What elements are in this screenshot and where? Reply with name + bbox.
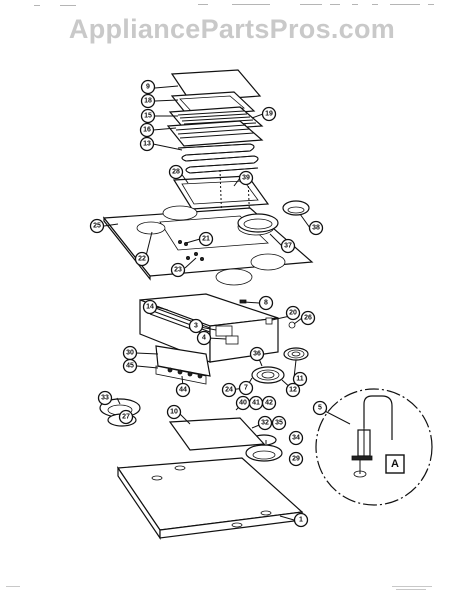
base-pan-part (116, 457, 304, 540)
svg-text:5: 5 (318, 405, 322, 412)
svg-text:18: 18 (144, 98, 152, 105)
callout-42: 42 (261, 395, 277, 411)
callout-12: 12 (285, 382, 301, 398)
svg-text:24: 24 (225, 387, 233, 394)
footer-scan-marks (6, 586, 432, 590)
glass-panel-part (168, 417, 266, 451)
heating-element-part (177, 143, 259, 174)
callout-11: 11 (292, 371, 308, 387)
callout-22: 22 (134, 251, 150, 267)
callout-34: 34 (288, 430, 304, 446)
burner-ring-part (237, 213, 279, 233)
callout-25: 25 (89, 218, 105, 234)
svg-text:22: 22 (138, 256, 146, 263)
svg-text:12: 12 (289, 387, 297, 394)
callout-8: 8 (258, 295, 274, 311)
callout-29: 29 (288, 451, 304, 467)
callout-36: 36 (249, 346, 265, 362)
svg-text:8: 8 (264, 300, 268, 307)
svg-text:7: 7 (244, 385, 248, 392)
callout-5: 5 (312, 400, 328, 416)
callout-21: 21 (198, 231, 214, 247)
svg-text:44: 44 (179, 387, 187, 394)
callout-15: 15 (140, 108, 156, 124)
small-hardware-part (239, 299, 296, 329)
svg-text:28: 28 (172, 169, 180, 176)
callout-38: 38 (308, 220, 324, 236)
grill-grate-2-part (166, 120, 264, 147)
callout-20: 20 (285, 305, 301, 321)
svg-text:25: 25 (93, 223, 101, 230)
cover-plate-part (170, 69, 262, 102)
svg-text:32: 32 (261, 420, 269, 427)
svg-text:39: 39 (242, 175, 250, 182)
drip-bowl-part (282, 200, 310, 216)
svg-text:33: 33 (101, 395, 109, 402)
callout-4: 4 (196, 330, 212, 346)
svg-text:16: 16 (143, 127, 151, 134)
callout-10: 10 (166, 404, 182, 420)
svg-text:13: 13 (143, 141, 151, 148)
svg-text:20: 20 (289, 310, 297, 317)
svg-text:9: 9 (146, 84, 150, 91)
svg-text:42: 42 (265, 400, 273, 407)
svg-text:29: 29 (292, 456, 300, 463)
svg-text:37: 37 (284, 243, 292, 250)
svg-text:45: 45 (126, 363, 134, 370)
svg-text:35: 35 (275, 420, 283, 427)
callout-16: 16 (139, 122, 155, 138)
callout-28: 28 (168, 164, 184, 180)
svg-text:19: 19 (265, 111, 273, 118)
svg-text:34: 34 (292, 435, 300, 442)
svg-text:14: 14 (146, 304, 154, 311)
svg-text:40: 40 (239, 400, 247, 407)
callout-19: 19 (261, 106, 277, 122)
control-panel-part (155, 345, 211, 385)
svg-text:10: 10 (170, 409, 178, 416)
callout-32: 32 (257, 415, 273, 431)
callout-41: 41 (248, 395, 264, 411)
callout-35: 35 (271, 415, 287, 431)
header-scan-marks (34, 4, 434, 6)
svg-text:21: 21 (202, 236, 210, 243)
svg-text:4: 4 (202, 335, 206, 342)
svg-text:1: 1 (299, 517, 303, 524)
svg-text:15: 15 (144, 113, 152, 120)
svg-text:26: 26 (304, 315, 312, 322)
callout-27: 27 (118, 409, 134, 425)
svg-text:11: 11 (296, 376, 304, 383)
svg-text:36: 36 (253, 351, 261, 358)
detail-a-tag: A (385, 454, 405, 474)
callout-3: 3 (188, 318, 204, 334)
callout-14: 14 (142, 299, 158, 315)
watermark-text: AppliancePartsPros.com (68, 14, 396, 44)
callout-37: 37 (280, 238, 296, 254)
svg-text:A: A (391, 458, 399, 470)
svg-text:27: 27 (122, 414, 130, 421)
detail-a-circle (315, 388, 433, 506)
callout-44: 44 (175, 382, 191, 398)
callout-30: 30 (122, 345, 138, 361)
callout-18: 18 (140, 93, 156, 109)
callout-24: 24 (221, 382, 237, 398)
callout-13: 13 (139, 136, 155, 152)
callout-26: 26 (300, 310, 316, 326)
callout-7: 7 (238, 380, 254, 396)
svg-text:38: 38 (312, 225, 320, 232)
callout-23: 23 (170, 262, 186, 278)
callout-40: 40 (235, 395, 251, 411)
svg-text:41: 41 (252, 400, 260, 407)
callout-1: 1 (293, 512, 309, 528)
svg-text:3: 3 (194, 323, 198, 330)
callout-45: 45 (122, 358, 138, 374)
svg-text:23: 23 (174, 267, 182, 274)
coil-element-part (283, 347, 309, 361)
svg-text:30: 30 (126, 350, 134, 357)
callout-39: 39 (238, 170, 254, 186)
coil-element-2-part (251, 366, 285, 384)
callout-9: 9 (140, 79, 156, 95)
callout-33: 33 (97, 390, 113, 406)
